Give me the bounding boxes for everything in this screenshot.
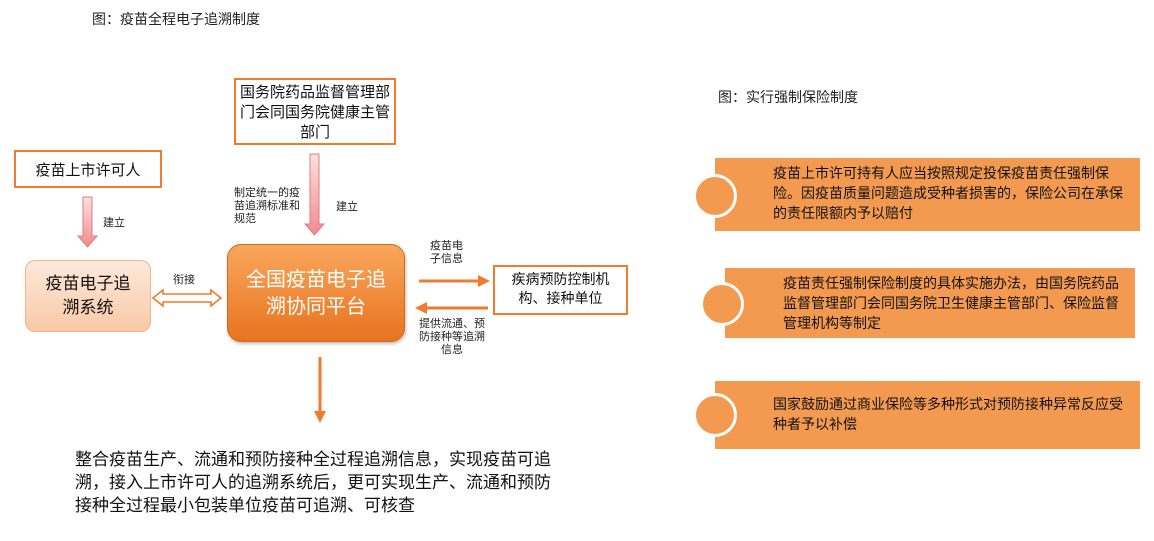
bullet-circle-icon (693, 393, 737, 437)
insurance-item-1: 疫苗上市许可持有人应当按照规定投保疫苗责任强制保险。因疫苗质量问题造成受种者损害… (715, 158, 1140, 231)
traceability-system-box: 疫苗电子追溯系统 (25, 260, 151, 332)
arrow-holder-to-system (76, 196, 99, 248)
bullet-circle-icon (700, 282, 744, 326)
right-caption: 图：实行强制保险制度 (718, 90, 858, 106)
gov-department-text: 国务院药品监督管理部门会同国务院健康主管部门 (240, 82, 391, 141)
arrow-system-platform (151, 288, 223, 308)
left-caption: 图：疫苗全程电子追溯制度 (92, 12, 260, 28)
license-holder-text: 疫苗上市许可人 (35, 160, 141, 179)
build-label-left: 建立 (103, 216, 125, 229)
provide-label: 提供流通、预防接种等追溯信息 (419, 317, 485, 356)
summary-text: 整合疫苗生产、流通和预防接种全过程追溯信息，实现疫苗可追溯，接入上市许可人的追溯… (75, 450, 551, 516)
license-holder-box: 疫苗上市许可人 (14, 150, 162, 188)
collaboration-platform-box: 全国疫苗电子追溯协同平台 (227, 244, 405, 342)
traceability-system-text: 疫苗电子追溯系统 (45, 274, 131, 318)
bullet-circle-icon (693, 174, 737, 218)
arrow-gov-to-platform (303, 153, 326, 236)
standard-label: 制定统一的疫苗追溯标准和规范 (234, 186, 300, 225)
insurance-item-2: 疫苗责任强制保险制度的具体实施办法，由国务院药品监督管理部门会同国务院卫生健康主… (725, 268, 1135, 338)
cdc-text: 疾病预防控制机构、接种单位 (511, 272, 610, 307)
connect-label: 衔接 (173, 273, 195, 286)
collaboration-platform-text: 全国疫苗电子追溯协同平台 (246, 267, 386, 318)
insurance-item-3: 国家鼓励通过商业保险等多种形式对预防接种异常反应受种者予以补偿 (715, 381, 1140, 449)
info-label: 疫苗电子信息 (430, 239, 463, 265)
build-label-top: 建立 (336, 200, 358, 213)
gov-department-box: 国务院药品监督管理部门会同国务院健康主管部门 (234, 78, 396, 145)
insurance-item-1-text: 疫苗上市许可持有人应当按照规定投保疫苗责任强制保险。因疫苗质量问题造成受种者损害… (773, 166, 1123, 222)
insurance-item-3-text: 国家鼓励通过商业保险等多种形式对预防接种异常反应受种者予以补偿 (773, 397, 1123, 433)
insurance-item-2-text: 疫苗责任强制保险制度的具体实施办法，由国务院药品监督管理部门会同国务院卫生健康主… (783, 276, 1119, 332)
cdc-box: 疾病预防控制机构、接种单位 (493, 265, 628, 315)
